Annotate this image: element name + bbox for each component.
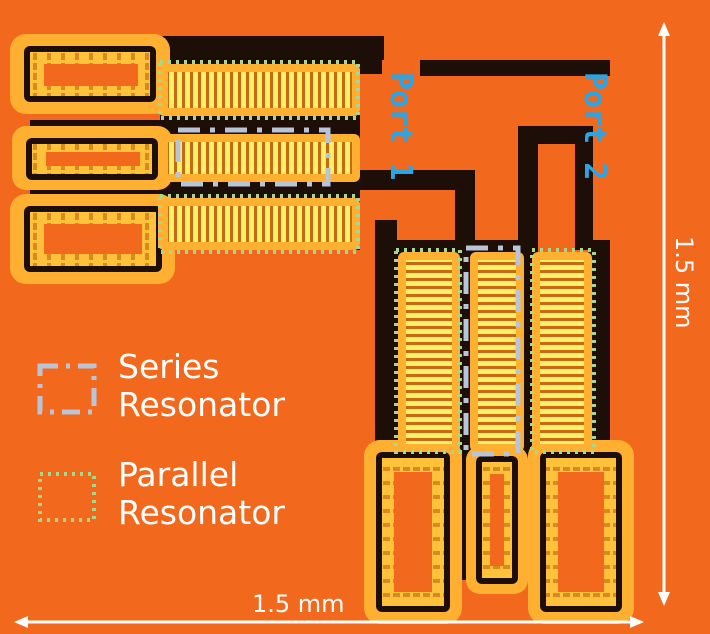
legend-series-icon xyxy=(37,363,97,415)
vertical-dimension-label: 1.5 mm xyxy=(670,236,698,329)
bottom-inductors xyxy=(364,440,634,624)
port-1-label: Port 1 xyxy=(383,72,418,181)
legend-series-line1: Series xyxy=(118,347,220,386)
port-2-label: Port 2 xyxy=(577,72,612,181)
legend-parallel-text: Parallel Resonator xyxy=(118,456,285,532)
legend-parallel-line2: Resonator xyxy=(118,493,285,532)
series-resonator-outlines xyxy=(175,127,521,457)
bottom-resonator-fingers xyxy=(398,252,592,452)
dimension-arrows xyxy=(14,22,670,628)
parallel-resonator-outlines xyxy=(158,60,596,454)
legend-parallel-line1: Parallel xyxy=(118,455,239,494)
left-inductors xyxy=(10,34,175,284)
left-resonator-fingers xyxy=(158,64,360,250)
legend-series-text: Series Resonator xyxy=(118,348,285,424)
legend-series-line2: Resonator xyxy=(118,385,285,424)
legend-parallel-icon xyxy=(38,472,96,522)
horizontal-dimension-label: 1.5 mm xyxy=(252,590,345,618)
